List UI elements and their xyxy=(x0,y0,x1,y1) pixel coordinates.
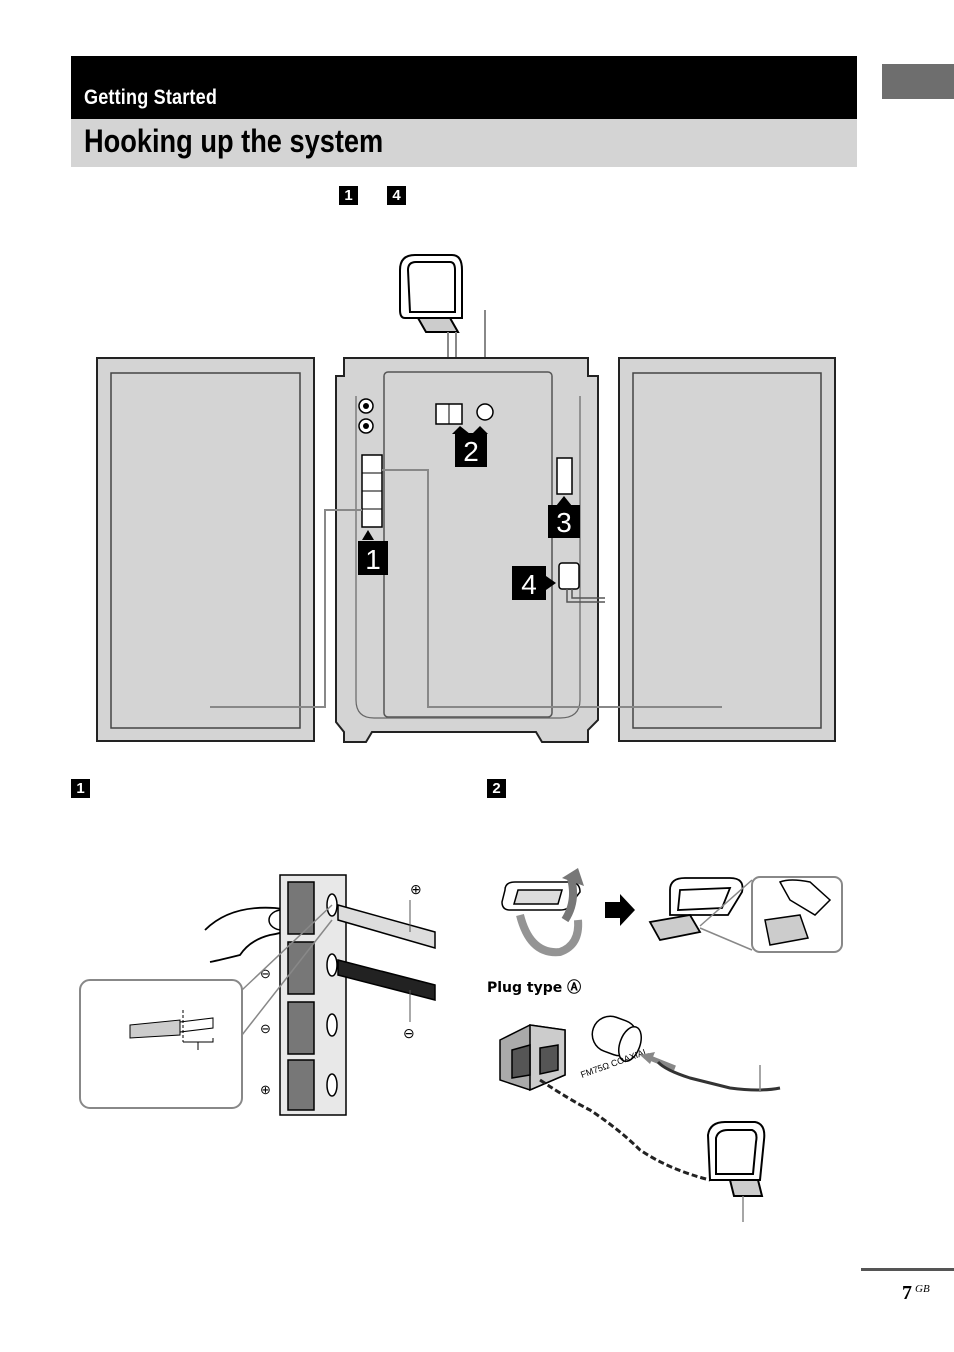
callout-step-3-label: 3 xyxy=(556,507,572,538)
terminal-plus-2: ⊕ xyxy=(260,1082,271,1097)
plug-type-label: Plug type Ⓐ xyxy=(487,980,582,996)
section-label: Getting Started xyxy=(84,86,218,109)
footer-rule xyxy=(861,1268,954,1271)
polarity-plus-label: ⊕ xyxy=(410,881,422,897)
left-speaker-illustration xyxy=(96,357,315,742)
system-rear-diagram: 1 2 3 4 xyxy=(96,254,836,743)
am-loop-antenna-illustration xyxy=(399,254,463,333)
callout-step-4: 4 xyxy=(512,566,556,600)
detail-step-1-marker: 1 xyxy=(71,779,90,798)
terminal-minus-2: ⊖ xyxy=(260,1021,271,1036)
title-bar xyxy=(71,119,857,167)
polarity-minus-label: ⊖ xyxy=(403,1025,415,1041)
detail-step-2-marker: 2 xyxy=(487,779,506,798)
terminal-minus-1: ⊖ xyxy=(260,966,271,981)
antenna-plug-detail: FM75Ω COAXIAL xyxy=(499,1015,781,1222)
callout-step-3: 3 xyxy=(548,496,580,538)
intro-step-last: 4 xyxy=(387,186,406,205)
callout-step-1-label: 1 xyxy=(365,544,381,575)
callout-step-4-label: 4 xyxy=(521,569,537,600)
intro-step-first: 1 xyxy=(339,186,358,205)
page-title: Hooking up the system xyxy=(84,123,384,159)
chapter-tab xyxy=(882,64,954,99)
section-header-bar xyxy=(71,56,857,119)
right-speaker-illustration xyxy=(618,357,836,742)
antenna-unfold-detail xyxy=(501,868,843,957)
speaker-terminal-detail: ⊕ ⊖ ⊖ ⊖ ⊕ xyxy=(79,874,436,1116)
callout-step-1: 1 xyxy=(358,530,388,575)
callout-step-2: 2 xyxy=(452,426,488,467)
page-number: 7 xyxy=(902,1282,912,1304)
callout-step-2-label: 2 xyxy=(463,436,479,467)
page-suffix: GB xyxy=(915,1283,930,1295)
